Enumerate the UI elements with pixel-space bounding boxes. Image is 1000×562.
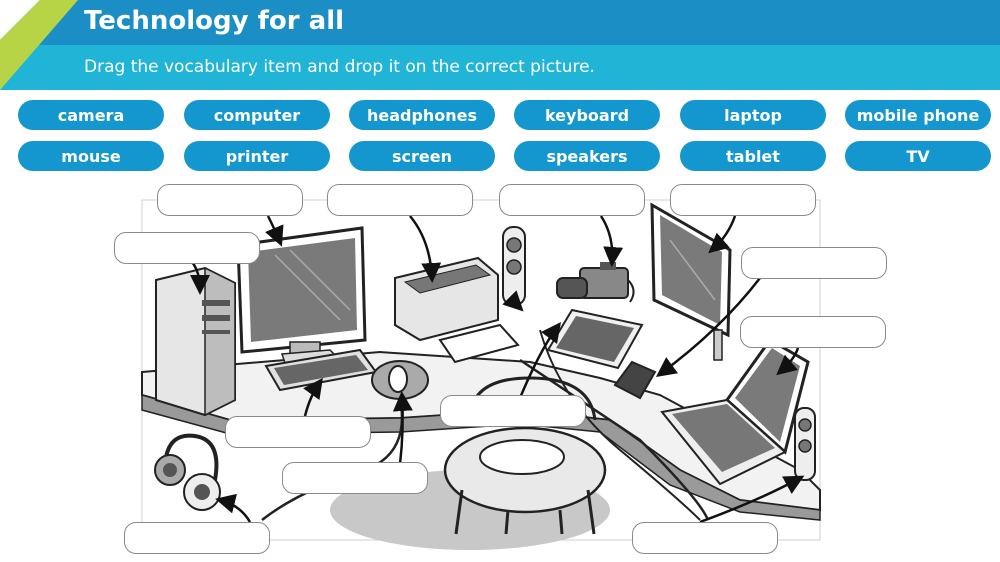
drop-box-printer[interactable] — [327, 184, 473, 216]
drop-box-keyboard[interactable] — [225, 416, 371, 448]
drop-box-mobile-phone[interactable] — [741, 247, 887, 279]
technology-desk-illustration — [141, 199, 821, 550]
computer-monitor — [236, 226, 367, 364]
mobile-phone — [613, 360, 657, 400]
mouse — [371, 360, 429, 400]
corner-accent-icon — [0, 0, 78, 90]
chip-mobile-phone[interactable]: mobile phone — [845, 100, 991, 130]
chip-computer[interactable]: computer — [184, 100, 330, 130]
chip-mouse[interactable]: mouse — [18, 141, 164, 171]
drop-box-tv[interactable] — [670, 184, 816, 216]
printer — [394, 256, 520, 364]
tv — [650, 202, 732, 361]
drop-box-mouse[interactable] — [282, 462, 428, 494]
chip-laptop[interactable]: laptop — [680, 100, 826, 130]
headphones — [154, 433, 221, 511]
chip-camera[interactable]: camera — [18, 100, 164, 130]
chip-tv[interactable]: TV — [845, 141, 991, 171]
drop-box-screen[interactable] — [157, 184, 303, 216]
computer-tower — [155, 266, 236, 417]
header-bar — [0, 0, 1000, 45]
drop-box-speakers[interactable] — [632, 522, 778, 554]
page-title: Technology for all — [84, 6, 345, 36]
drop-box-headphones[interactable] — [124, 522, 270, 554]
speaker-left — [502, 226, 526, 306]
instruction-bar — [0, 45, 1000, 90]
chip-headphones[interactable]: headphones — [349, 100, 495, 130]
chip-screen[interactable]: screen — [349, 141, 495, 171]
chair — [443, 376, 607, 535]
chip-speakers[interactable]: speakers — [514, 141, 660, 171]
chip-keyboard[interactable]: keyboard — [514, 100, 660, 130]
drop-box-camera[interactable] — [499, 184, 645, 216]
tablet — [546, 308, 644, 370]
chip-tablet[interactable]: tablet — [680, 141, 826, 171]
speaker-right — [794, 407, 816, 481]
drop-box-tablet[interactable] — [440, 395, 586, 427]
drop-box-laptop[interactable] — [740, 316, 886, 348]
drop-box-computer[interactable] — [114, 232, 260, 264]
chip-printer[interactable]: printer — [184, 141, 330, 171]
instruction-text: Drag the vocabulary item and drop it on … — [84, 57, 595, 77]
